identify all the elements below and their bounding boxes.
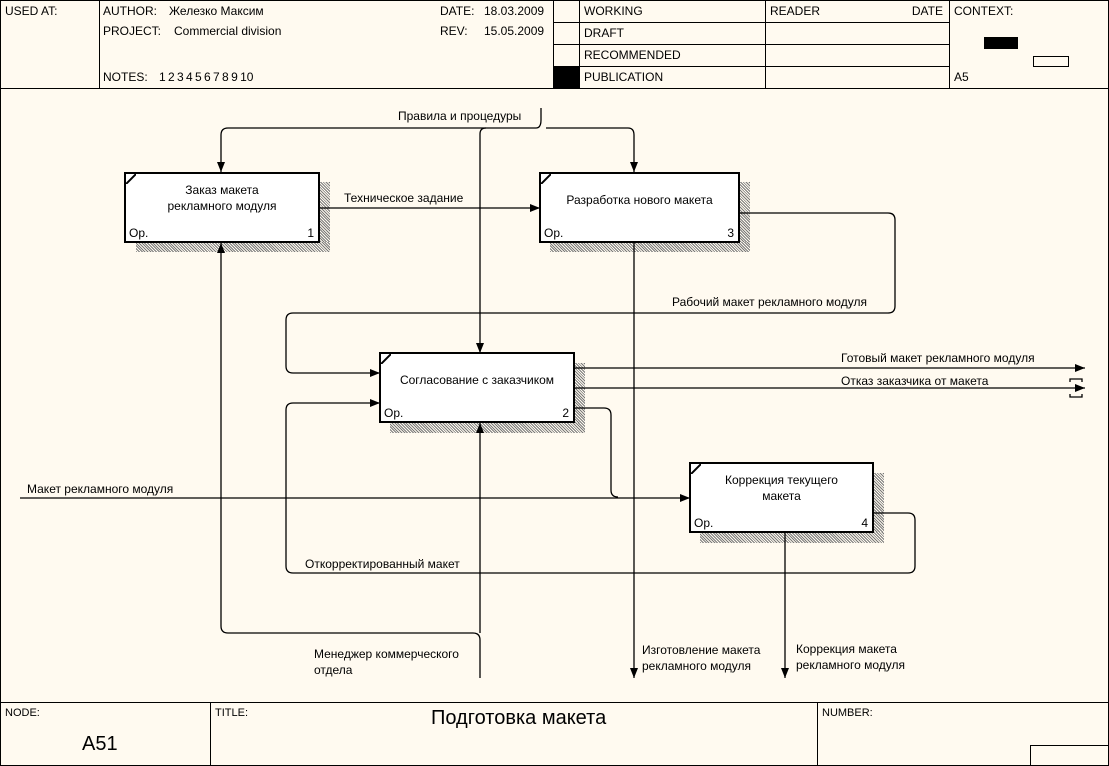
activity-number: 2 xyxy=(562,406,569,420)
status-recommended: RECOMMENDED xyxy=(584,48,681,62)
author-value: Железко Максим xyxy=(169,4,264,18)
activity-box-3[interactable]: Разработка нового макета Ор. 3 xyxy=(539,172,740,243)
context-node: A5 xyxy=(954,70,969,84)
box-corner-icon xyxy=(126,174,136,184)
status-marker-column xyxy=(554,0,580,88)
arrow-rules-stub[interactable] xyxy=(535,108,542,129)
status-working: WORKING xyxy=(584,4,643,18)
label-input-model: Макет рекламного модуля xyxy=(27,482,174,496)
label-correct-model: Коррекция макета рекламного модуля xyxy=(796,642,905,672)
date-label: DATE: xyxy=(440,4,475,18)
arrow-to-correction[interactable] xyxy=(575,407,619,498)
notes-values: 1 2 3 4 5 6 7 8 9 10 xyxy=(159,70,254,84)
publication-marker xyxy=(554,67,579,88)
label-working-model: Рабочий макет рекламного модуля xyxy=(672,295,867,309)
number-cell: NUMBER: xyxy=(818,703,1109,766)
activity-name: Согласование с заказчиком xyxy=(399,373,555,387)
activity-4-shadow xyxy=(700,532,884,543)
activity-3-shadow xyxy=(739,182,750,252)
reader-column: READER DATE xyxy=(766,0,950,88)
activity-box-4[interactable]: Коррекция текущего макета Ор. 4 xyxy=(689,462,874,533)
used-at-label: USED AT: xyxy=(5,4,58,18)
rev-label: REV: xyxy=(440,24,468,38)
project-label: PROJECT: xyxy=(103,24,162,38)
activity-1-shadow xyxy=(319,182,330,252)
tunnel-icon xyxy=(1069,378,1083,398)
activity-op: Ор. xyxy=(544,226,564,240)
notes-label: NOTES: xyxy=(103,70,148,84)
number-subcell xyxy=(1030,745,1109,766)
activity-op: Ор. xyxy=(694,516,714,530)
date-value: 18.03.2009 xyxy=(484,4,545,18)
activity-box-2[interactable]: Согласование с заказчиком Ор. 2 xyxy=(379,352,575,423)
context-label: CONTEXT: xyxy=(954,4,1014,18)
title-cell: TITLE: Подготовка макета xyxy=(211,703,818,766)
box-corner-icon xyxy=(381,354,391,364)
context-sibling-node-icon xyxy=(1033,56,1069,67)
activity-name: Заказ макета рекламного модуля xyxy=(167,183,277,213)
arrow-manager[interactable] xyxy=(217,243,481,678)
status-draft: DRAFT xyxy=(584,26,624,40)
reader-date-label: DATE xyxy=(911,4,943,18)
box-corner-icon xyxy=(541,174,551,184)
label-rules: Правила и процедуры xyxy=(398,109,522,123)
arrow-rules-right[interactable] xyxy=(546,127,638,172)
activity-op: Ор. xyxy=(384,406,404,420)
status-column: WORKING DRAFT RECOMMENDED PUBLICATION xyxy=(580,0,766,88)
reader-label: READER xyxy=(770,4,821,18)
context-current-node-icon xyxy=(984,37,1018,49)
number-label: NUMBER: xyxy=(822,707,873,719)
box-corner-icon xyxy=(691,464,701,474)
context-cell: CONTEXT: A5 xyxy=(950,0,1109,88)
activity-4-shadow xyxy=(873,473,884,543)
node-value: A51 xyxy=(82,733,118,755)
activity-box-1[interactable]: Заказ макета рекламного модуля Ор. 1 xyxy=(124,172,320,243)
arrow-rules-mid[interactable] xyxy=(476,127,487,353)
activity-op: Ор. xyxy=(129,226,149,240)
author-cell: AUTHOR: Железко Максим PROJECT: Commerci… xyxy=(100,0,554,88)
activity-1-shadow xyxy=(136,242,330,252)
label-corrected-model: Откорректированный макет xyxy=(305,557,460,571)
header-block: USED AT: AUTHOR: Железко Максим PROJECT:… xyxy=(0,0,1109,89)
label-manager: Менеджер коммерческого отдела xyxy=(314,647,459,677)
activity-number: 3 xyxy=(727,226,734,240)
used-at-cell: USED AT: xyxy=(0,0,100,88)
label-make-model: Изготовление макета рекламного модуля xyxy=(642,643,761,673)
label-rejection: Отказ заказчика от макета xyxy=(841,374,989,388)
project-value: Commercial division xyxy=(174,24,282,38)
arrow-rules-left[interactable] xyxy=(217,127,536,172)
activity-2-shadow xyxy=(390,423,585,433)
label-spec: Техническое задание xyxy=(344,191,464,205)
rev-value: 15.05.2009 xyxy=(484,24,545,38)
arrow-working-model[interactable] xyxy=(285,212,896,377)
arrow-corrected-model[interactable] xyxy=(285,399,916,574)
node-cell: NODE: A51 xyxy=(0,703,211,766)
node-label: NODE: xyxy=(5,707,40,719)
label-ready-model: Готовый макет рекламного модуля xyxy=(841,351,1035,365)
activity-number: 4 xyxy=(861,516,868,530)
activity-2-shadow xyxy=(574,363,585,433)
title-value: Подготовка макета xyxy=(431,707,607,729)
title-label: TITLE: xyxy=(215,707,249,719)
footer-block: NODE: A51 TITLE: Подготовка макета NUMBE… xyxy=(0,702,1109,766)
activity-name: Коррекция текущего макета xyxy=(725,473,838,503)
activity-name: Разработка нового макета xyxy=(566,193,713,207)
author-label: AUTHOR: xyxy=(103,4,157,18)
activity-number: 1 xyxy=(307,226,314,240)
activity-3-shadow xyxy=(550,242,750,252)
status-publication: PUBLICATION xyxy=(584,70,664,84)
